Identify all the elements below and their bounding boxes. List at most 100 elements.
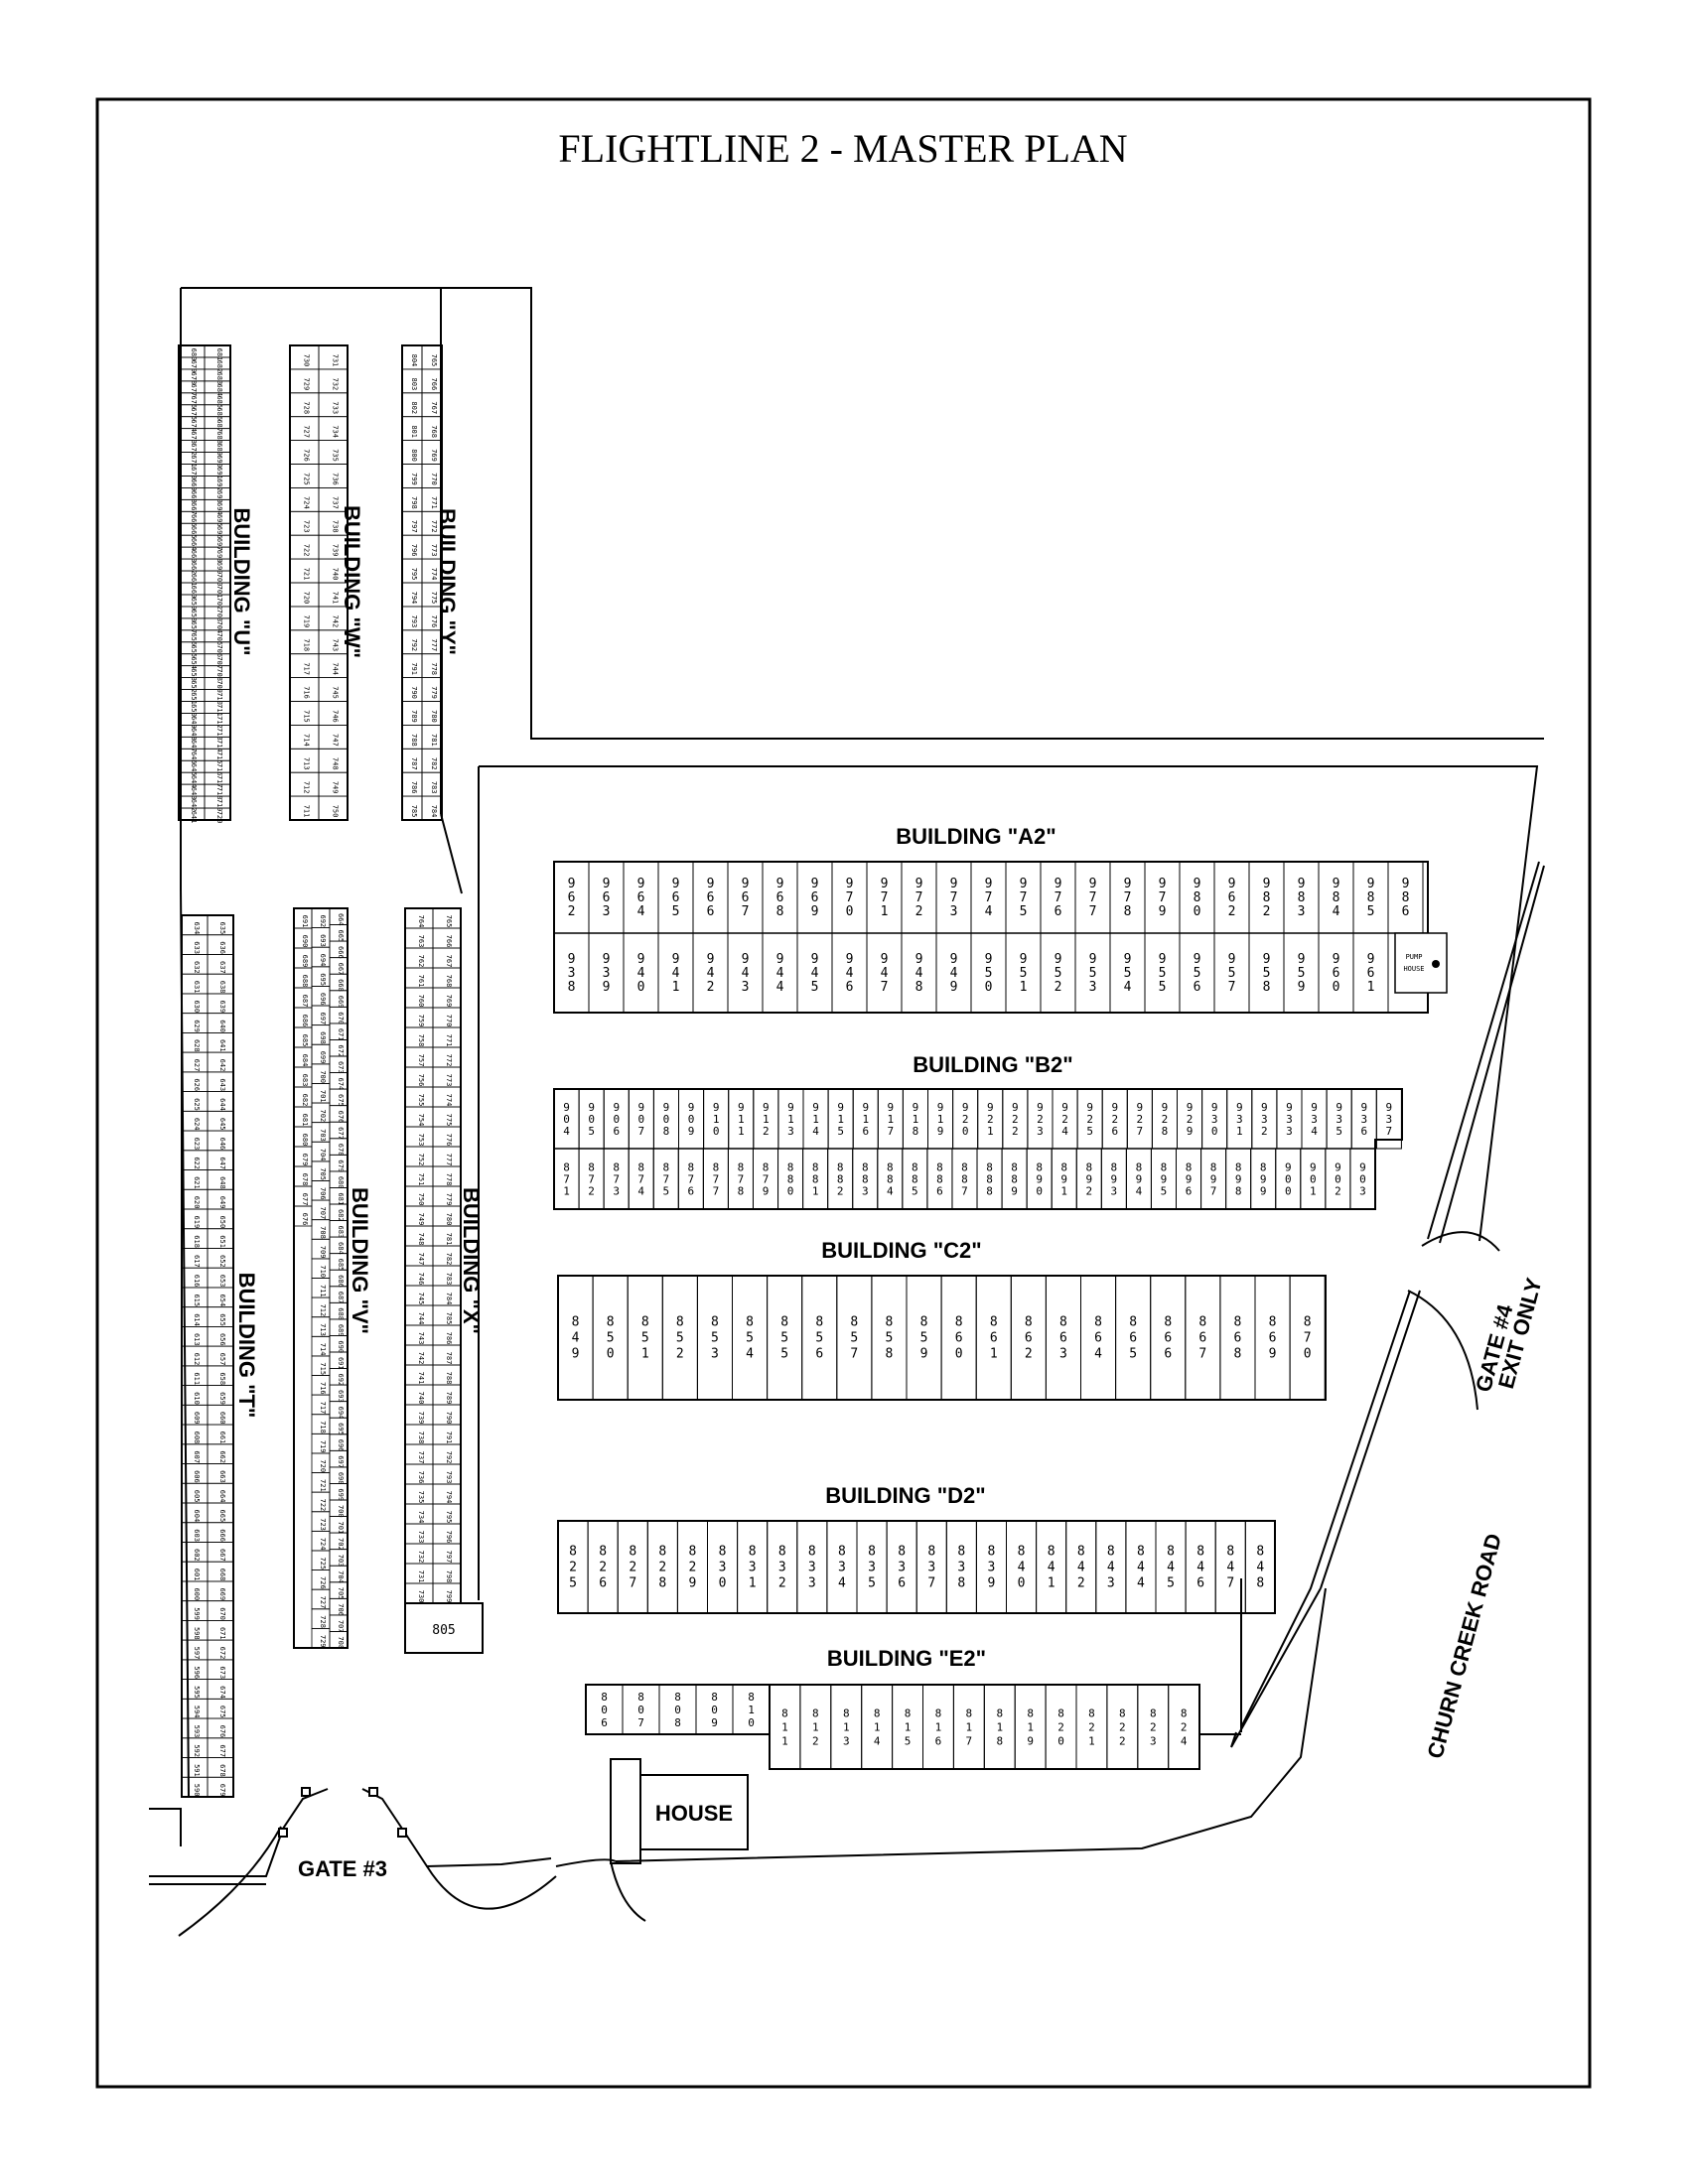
page-border — [95, 97, 1592, 2089]
y-unit-767: 767 — [430, 401, 438, 414]
u-unit-646: 646 — [190, 751, 198, 764]
t-unit-610: 610 — [193, 1392, 201, 1405]
x-unit-733: 733 — [417, 1531, 425, 1544]
e2-cell-824 — [1168, 1684, 1200, 1770]
gate-4: GATE #4 EXIT ONLY — [1407, 1231, 1547, 1411]
t-unit-670: 670 — [218, 1607, 226, 1620]
t-unit-660: 660 — [218, 1412, 226, 1425]
w-unit-739: 739 — [332, 544, 340, 557]
u-unit-677: 677 — [190, 383, 198, 396]
w-unit-748: 748 — [332, 757, 340, 770]
t-unit-630: 630 — [193, 1000, 201, 1013]
t-unit-676: 676 — [218, 1725, 226, 1738]
t-unit-679: 679 — [218, 1784, 226, 1797]
building-a2-label: BUILDING "A2" — [896, 824, 1055, 849]
t-unit-640: 640 — [218, 1020, 226, 1032]
x-unit-730: 730 — [417, 1590, 425, 1603]
t-unit-600: 600 — [193, 1587, 201, 1600]
v-unit-678: 678 — [301, 1173, 309, 1186]
w-unit-738: 738 — [332, 520, 340, 533]
x-unit-794: 794 — [445, 1491, 453, 1504]
t-unit-642: 642 — [218, 1059, 226, 1072]
v-unit-689: 689 — [337, 1324, 345, 1337]
building-b2-label: BUILDING "B2" — [913, 1052, 1072, 1077]
v-unit-729: 729 — [319, 1635, 327, 1648]
v-unit-694: 694 — [319, 954, 327, 967]
building-v-label: BUILDING "V" — [348, 1187, 372, 1334]
t-unit-613: 613 — [193, 1333, 201, 1346]
x-unit-731: 731 — [417, 1570, 425, 1583]
t-unit-663: 663 — [218, 1470, 226, 1483]
w-unit-728: 728 — [303, 401, 311, 414]
v-unit-679: 679 — [337, 1160, 345, 1172]
x-unit-743: 743 — [417, 1332, 425, 1345]
w-unit-743: 743 — [332, 638, 340, 651]
u-unit-718: 718 — [215, 787, 223, 800]
v-unit-705: 705 — [337, 1587, 345, 1600]
v-unit-676: 676 — [301, 1213, 309, 1226]
v-unit-727: 727 — [319, 1596, 327, 1609]
churn-creek-road-label: CHURN CREEK ROAD — [1422, 1531, 1506, 1761]
x-unit-751: 751 — [417, 1173, 425, 1186]
w-unit-729: 729 — [303, 378, 311, 391]
building-t: 6346336326316306296286276266256246236226… — [181, 914, 259, 1798]
x-unit-766: 766 — [445, 935, 453, 948]
u-unit-695: 695 — [215, 514, 223, 527]
w-unit-723: 723 — [303, 520, 311, 533]
x-unit-771: 771 — [445, 1034, 453, 1047]
x-unit-775: 775 — [445, 1114, 453, 1127]
t-unit-622: 622 — [193, 1157, 201, 1169]
t-unit-658: 658 — [218, 1372, 226, 1385]
x-unit-746: 746 — [417, 1273, 425, 1286]
y-unit-803: 803 — [410, 378, 418, 391]
w-unit-712: 712 — [303, 781, 311, 794]
v-unit-670: 670 — [337, 1012, 345, 1024]
unit-805-block — [404, 1602, 484, 1654]
v-unit-673: 673 — [337, 1061, 345, 1074]
u-unit-693: 693 — [215, 490, 223, 503]
t-unit-612: 612 — [193, 1353, 201, 1366]
t-unit-593: 593 — [193, 1725, 201, 1738]
x-unit-732: 732 — [417, 1551, 425, 1564]
y-unit-774: 774 — [430, 568, 438, 581]
x-unit-786: 786 — [445, 1332, 453, 1345]
w-unit-726: 726 — [303, 449, 311, 462]
y-unit-797: 797 — [410, 520, 418, 533]
v-unit-685: 685 — [301, 1034, 309, 1047]
t-unit-609: 609 — [193, 1412, 201, 1425]
w-unit-745: 745 — [332, 686, 340, 699]
t-unit-602: 602 — [193, 1549, 201, 1562]
w-unit-730: 730 — [303, 354, 311, 367]
y-unit-785: 785 — [410, 805, 418, 818]
v-unit-696: 696 — [337, 1439, 345, 1452]
w-unit-750: 750 — [332, 805, 340, 818]
